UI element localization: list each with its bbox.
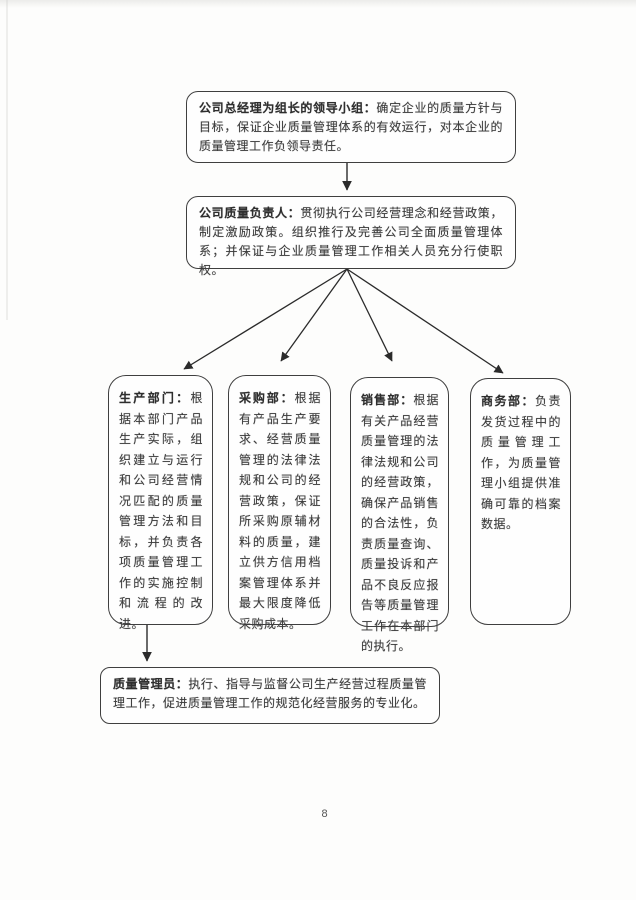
- arrow-director-to-purchasing: [280, 268, 348, 362]
- quality-director-box: 公司质量负责人：贯彻执行公司经营理念和经营政策，制定激励政策。组织推行及完善公司…: [186, 196, 516, 277]
- dept-sales-text: 销售部：根据有关产品经营质量管理的法律法规和公司的经营政策，确保产品销售的合法性…: [361, 393, 439, 653]
- leader-group-label: 公司总经理为组长的领导小组：: [199, 101, 377, 115]
- dept-box-sales: 销售部：根据有关产品经营质量管理的法律法规和公司的经营政策，确保产品销售的合法性…: [350, 377, 449, 653]
- dept-box-purchasing: 采购部：根据有产品生产要求、经营质量管理的法律法规和公司的经营政策，保证所采购原…: [228, 375, 331, 631]
- dept-commerce-text: 商务部：负责发货过程中的质量管理工作，为质量管理小组提供准确可靠的档案数据。: [481, 394, 561, 531]
- dept-production-label: 生产部门：: [119, 391, 191, 405]
- quality-director-text: 公司质量负责人：贯彻执行公司经营理念和经营政策，制定激励政策。组织推行及完善公司…: [199, 206, 503, 277]
- page-number: 8: [321, 808, 329, 820]
- dept-production-text: 生产部门：根据本部门产品生产实际，组织建立与运行和公司经营情况匹配的质量管理方法…: [119, 391, 203, 631]
- leader-group-text: 公司总经理为组长的领导小组：确定企业的质量方针与目标，保证企业质量管理体系的有效…: [199, 101, 503, 153]
- dept-purchasing-text: 采购部：根据有产品生产要求、经营质量管理的法律法规和公司的经营政策，保证所采购原…: [239, 391, 321, 631]
- dept-box-commerce: 商务部：负责发货过程中的质量管理工作，为质量管理小组提供准确可靠的档案数据。: [470, 378, 571, 625]
- quality-manager-text: 质量管理员：执行、指导与监督公司生产经营过程质量管理工作，促进质量管理工作的规范…: [113, 677, 427, 710]
- dept-box-production: 生产部门：根据本部门产品生产实际，组织建立与运行和公司经营情况匹配的质量管理方法…: [108, 375, 213, 631]
- quality-manager-box: 质量管理员：执行、指导与监督公司生产经营过程质量管理工作，促进质量管理工作的规范…: [100, 667, 440, 724]
- dept-commerce-label: 商务部：: [481, 394, 535, 408]
- dept-purchasing-label: 采购部：: [239, 391, 295, 405]
- dept-sales-label: 销售部：: [361, 393, 414, 407]
- arrow-director-to-sales: [346, 268, 393, 362]
- quality-director-label: 公司质量负责人：: [199, 206, 301, 220]
- arrow-director-to-production: [183, 268, 348, 370]
- arrow-director-to-commerce: [346, 268, 504, 374]
- leader-group-box: 公司总经理为组长的领导小组：确定企业的质量方针与目标，保证企业质量管理体系的有效…: [186, 91, 516, 163]
- quality-manager-label: 质量管理员：: [113, 677, 189, 691]
